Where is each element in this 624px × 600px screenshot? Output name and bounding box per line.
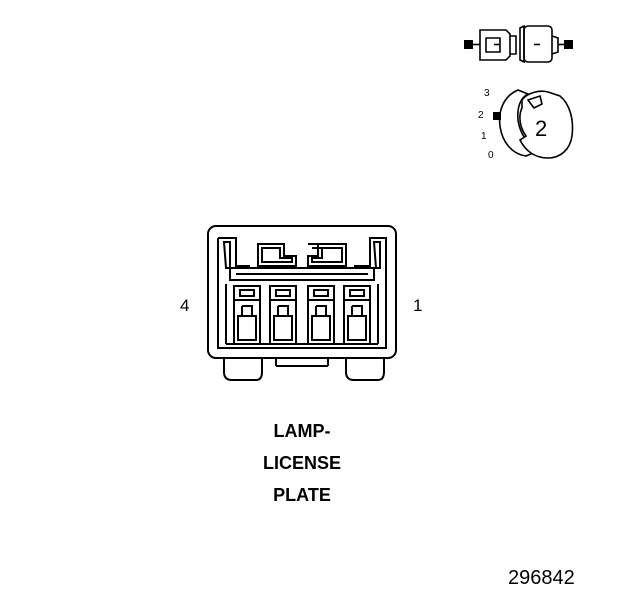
pin-number-left: 4 (180, 296, 190, 315)
reference-number: 296842 (508, 567, 575, 589)
pin-cavity-2 (307, 285, 335, 344)
component-title-line-1: LAMP- (273, 421, 331, 441)
position-label-1: 1 (481, 131, 487, 142)
pin-cavity-4 (233, 285, 261, 344)
position-label-3: 3 (484, 88, 490, 99)
component-title-line-3: PLATE (273, 485, 331, 505)
position-label-2: 2 (478, 110, 484, 121)
selected-position-number: 2 (535, 116, 548, 141)
pin-number-right: 1 (413, 296, 423, 315)
pin-cavity-3 (269, 285, 297, 344)
position-label-0: 0 (488, 150, 494, 161)
pin-cavity-1 (343, 285, 371, 344)
component-title-line-2: LICENSE (262, 453, 341, 473)
